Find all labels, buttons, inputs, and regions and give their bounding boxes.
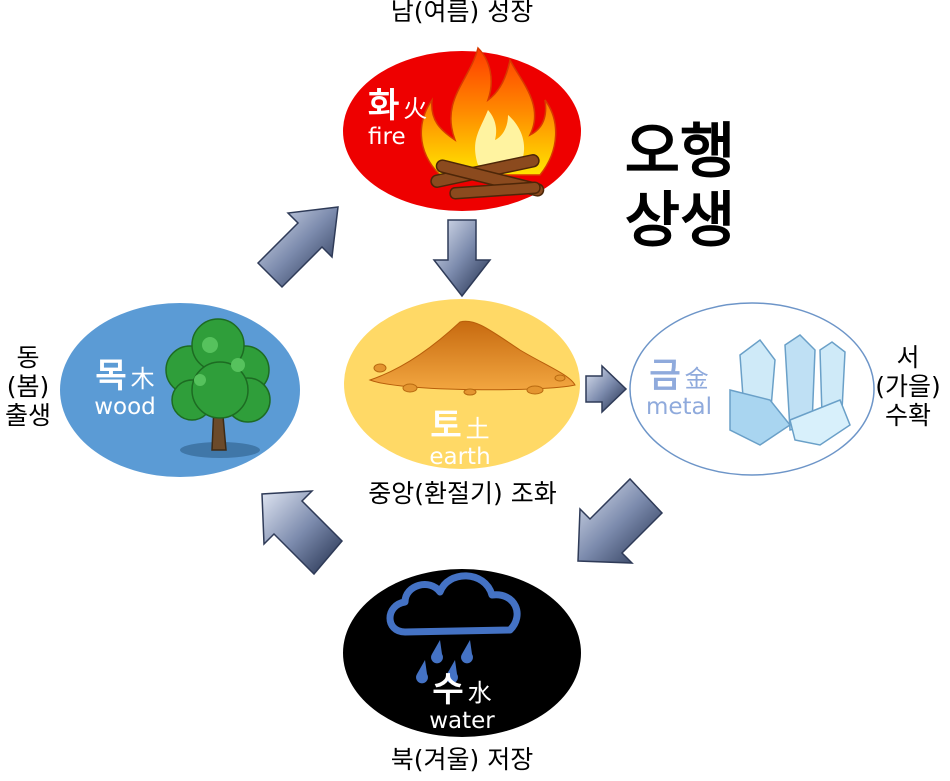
- rain-cloud-icon: [386, 572, 521, 684]
- flame-icon: [420, 46, 557, 200]
- page-title: 오행 상생: [600, 118, 760, 256]
- fire-caption: 남(여름) 성장: [390, 0, 534, 26]
- metal-hanja: 金: [684, 365, 709, 393]
- metal-korean: 금: [649, 356, 681, 396]
- fire-hanja: 火: [403, 95, 428, 123]
- water-hanja: 水: [467, 679, 492, 707]
- earth-hanja: 土: [465, 415, 490, 443]
- water-caption: 북(겨울) 저장: [390, 745, 534, 774]
- wood-caption-line3: 출생: [4, 400, 51, 430]
- earth-english: earth: [429, 444, 491, 471]
- metal-caption-line2: (가을): [875, 371, 941, 401]
- wood-caption-line2: (봄): [6, 371, 50, 401]
- metal-caption-line1: 서: [896, 343, 920, 372]
- crystal-icon: [729, 334, 851, 446]
- water-english: water: [429, 708, 495, 735]
- earth-caption: 중앙(환절기) 조화: [368, 479, 557, 508]
- wood-caption-line1: 동: [16, 343, 40, 372]
- arrow-water-to-wood: [261, 490, 344, 576]
- sand-pile-icon: [368, 320, 576, 396]
- metal-caption-line3: 수확: [884, 400, 931, 430]
- fire-korean: 화: [368, 86, 400, 126]
- water-ellipse: [343, 569, 581, 737]
- tree-icon: [165, 318, 271, 458]
- arrow-metal-to-water: [577, 477, 664, 564]
- earth-korean: 토: [430, 406, 462, 446]
- fire-english: fire: [368, 124, 406, 151]
- wood-korean: 목: [95, 356, 127, 396]
- arrow-fire-to-earth: [432, 219, 492, 298]
- wood-caption: 동 (봄) 출생: [0, 343, 56, 430]
- wood-hanja: 木: [130, 365, 155, 393]
- arrow-wood-to-fire: [256, 206, 339, 289]
- metal-caption: 서 (가을) 수확: [866, 343, 950, 430]
- water-korean: 수: [432, 670, 464, 710]
- wood-english: wood: [94, 394, 156, 421]
- title-line2: 상생: [624, 186, 736, 256]
- metal-english: metal: [645, 394, 713, 421]
- arrow-earth-to-metal: [585, 364, 628, 414]
- title-line1: 오행: [624, 117, 736, 187]
